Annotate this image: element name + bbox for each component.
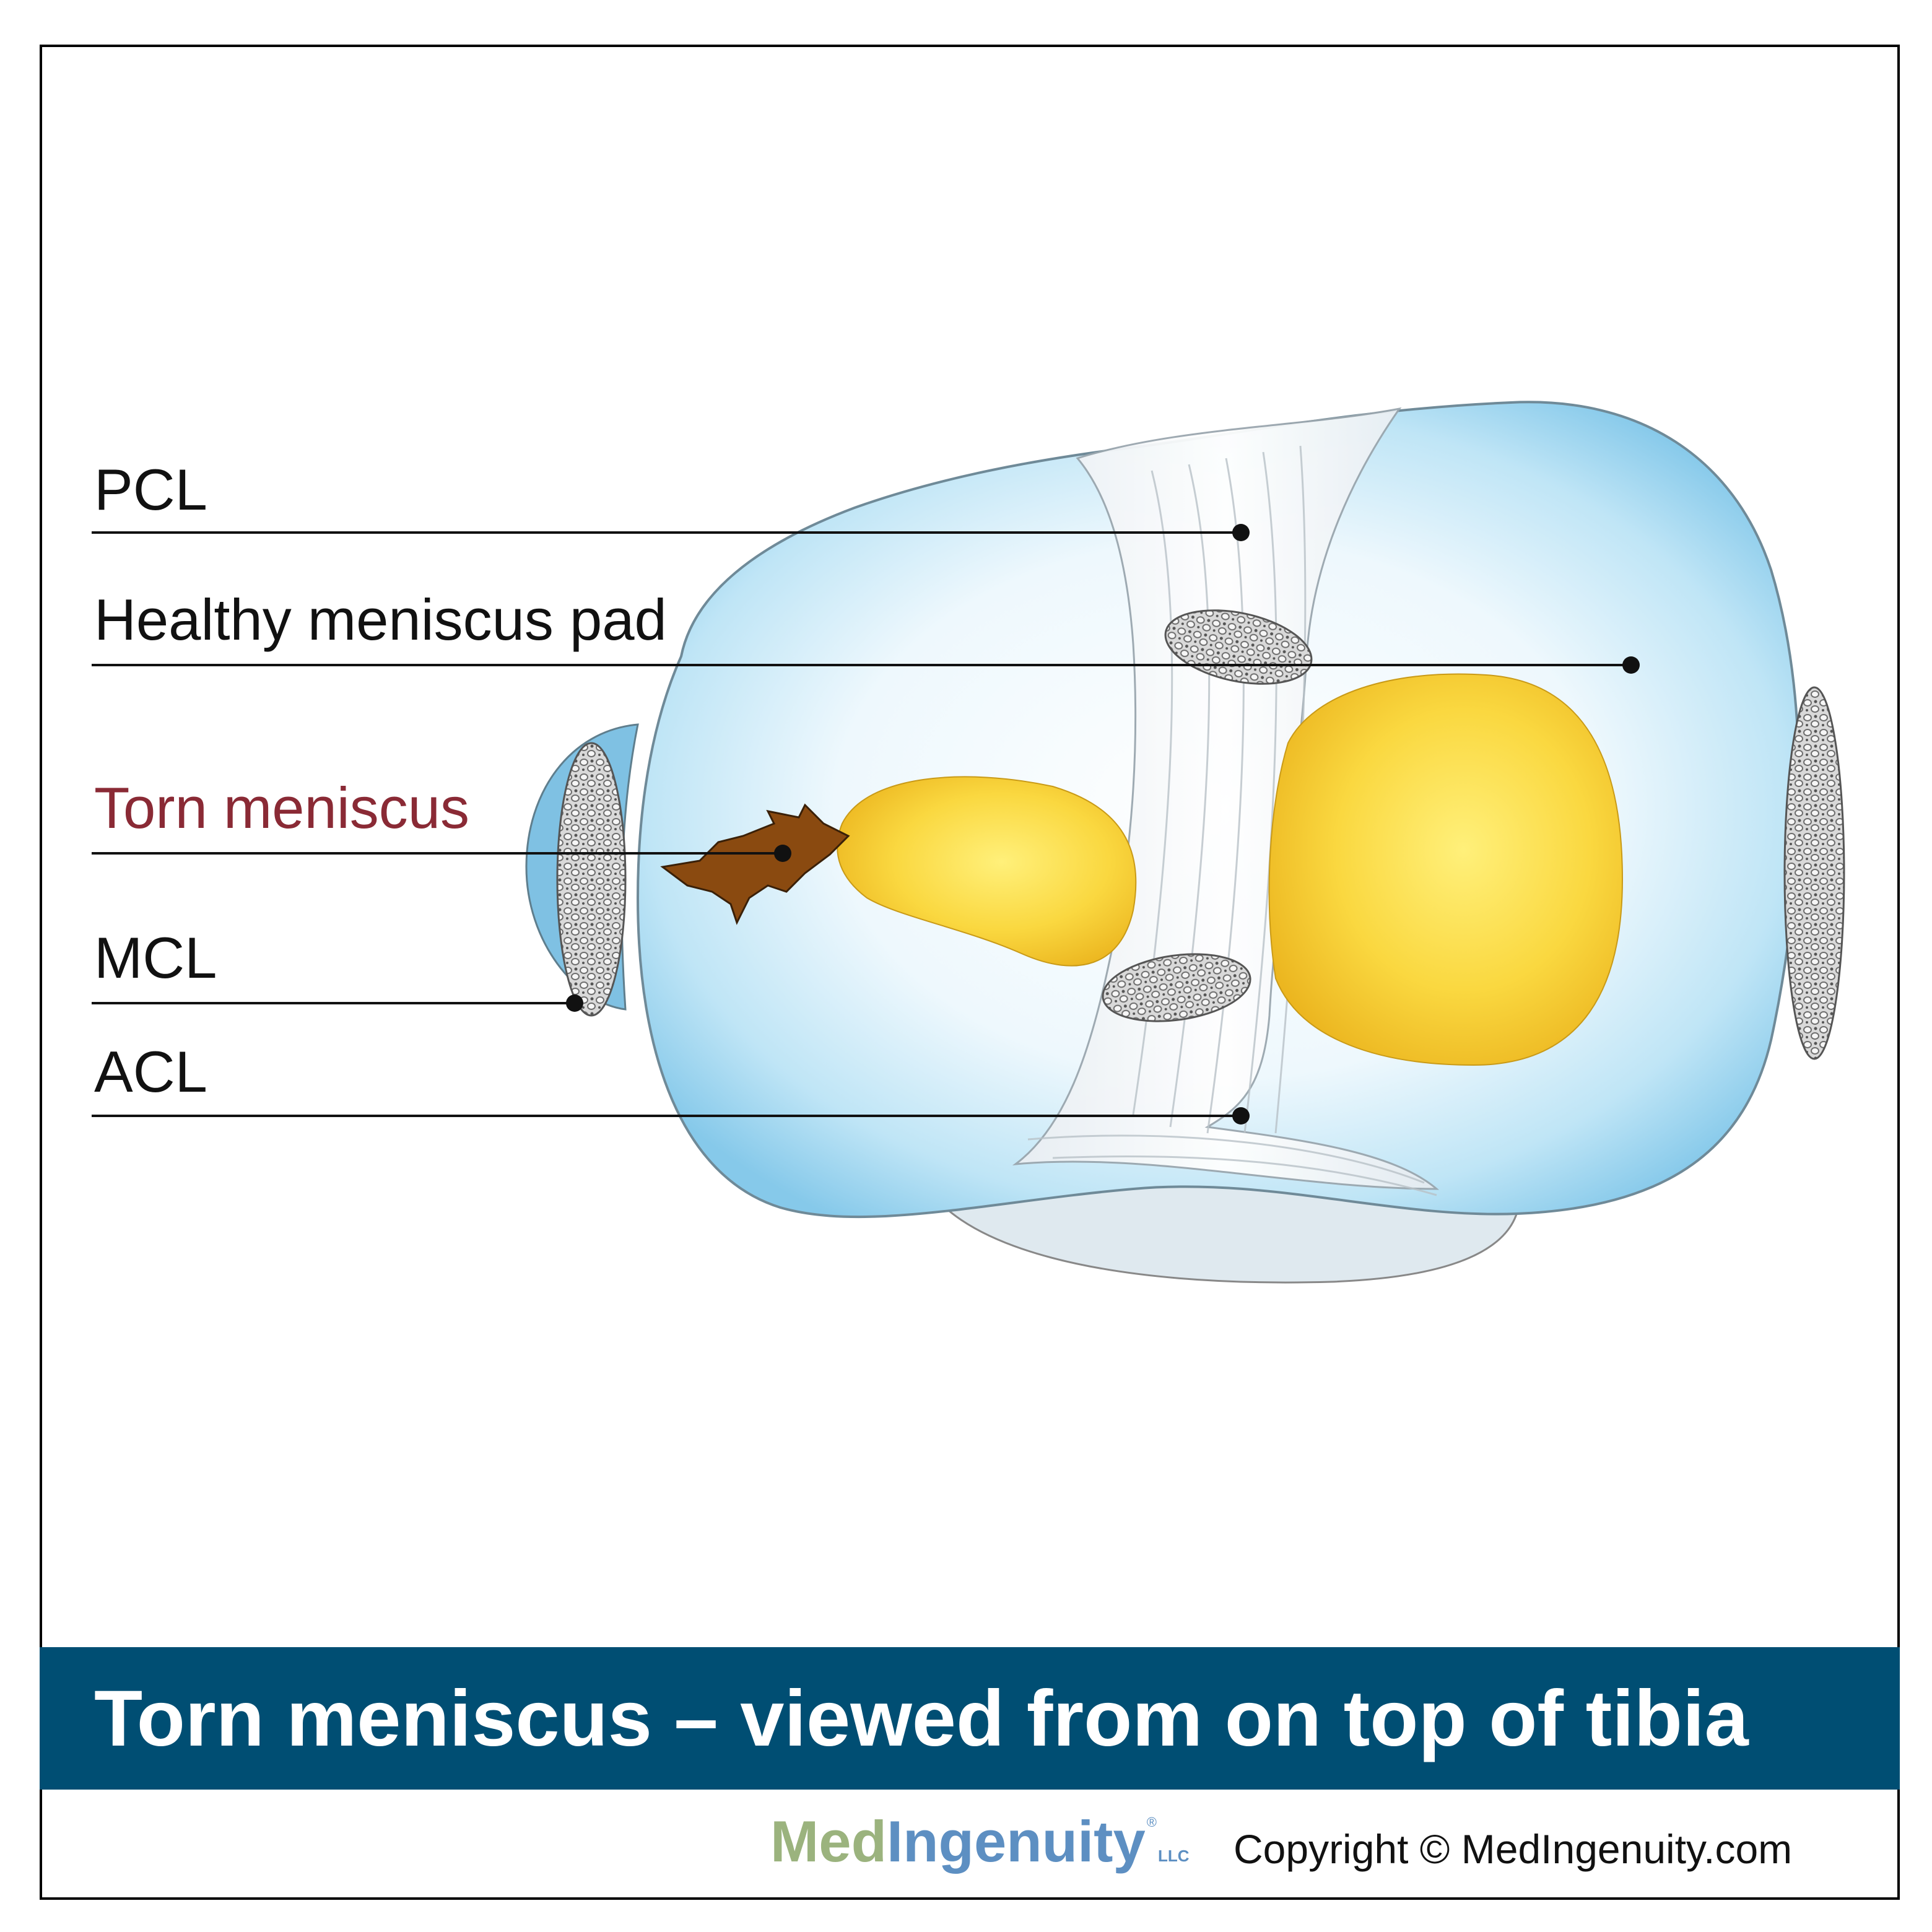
torn-meniscus-label: Torn meniscus (94, 775, 469, 840)
healthy-meniscus-dot (1622, 656, 1640, 674)
mcl-dot (566, 994, 583, 1012)
pcl-dot (1232, 524, 1250, 541)
medingenuity-logo: MedIngenuity® LLC (770, 1808, 1190, 1876)
acl-label: ACL (94, 1039, 207, 1104)
title-bar: Torn meniscus – viewed from on top of ti… (40, 1647, 1900, 1790)
figure-title: Torn meniscus – viewed from on top of ti… (94, 1674, 1749, 1763)
logo-med-text: Med (770, 1809, 887, 1874)
mcl-label: MCL (94, 925, 217, 990)
mcl-bone-cross-section (556, 742, 627, 1017)
acl-bone-cross-section (1102, 953, 1251, 1022)
logo-ingenuity-text: Ingenuity (887, 1809, 1146, 1874)
lateral-plateau (1268, 673, 1624, 1066)
torn-meniscus-dot (774, 845, 791, 862)
logo-llc-text: LLC (1158, 1847, 1190, 1865)
torn-meniscus-fragment (660, 803, 850, 925)
logo-registered-mark: ® (1146, 1814, 1157, 1830)
healthy-meniscus-pad-label: Healthy meniscus pad (94, 587, 667, 652)
leader-lines (92, 531, 1631, 1117)
pcl-label: PCL (94, 457, 207, 522)
fibula-bone-cross-section (1783, 686, 1845, 1060)
medial-plateau (837, 776, 1137, 967)
acl-dot (1232, 1107, 1250, 1125)
leader-dots (566, 524, 1640, 1125)
copyright-notice: Copyright © MedIngenuity.com (1234, 1826, 1793, 1872)
